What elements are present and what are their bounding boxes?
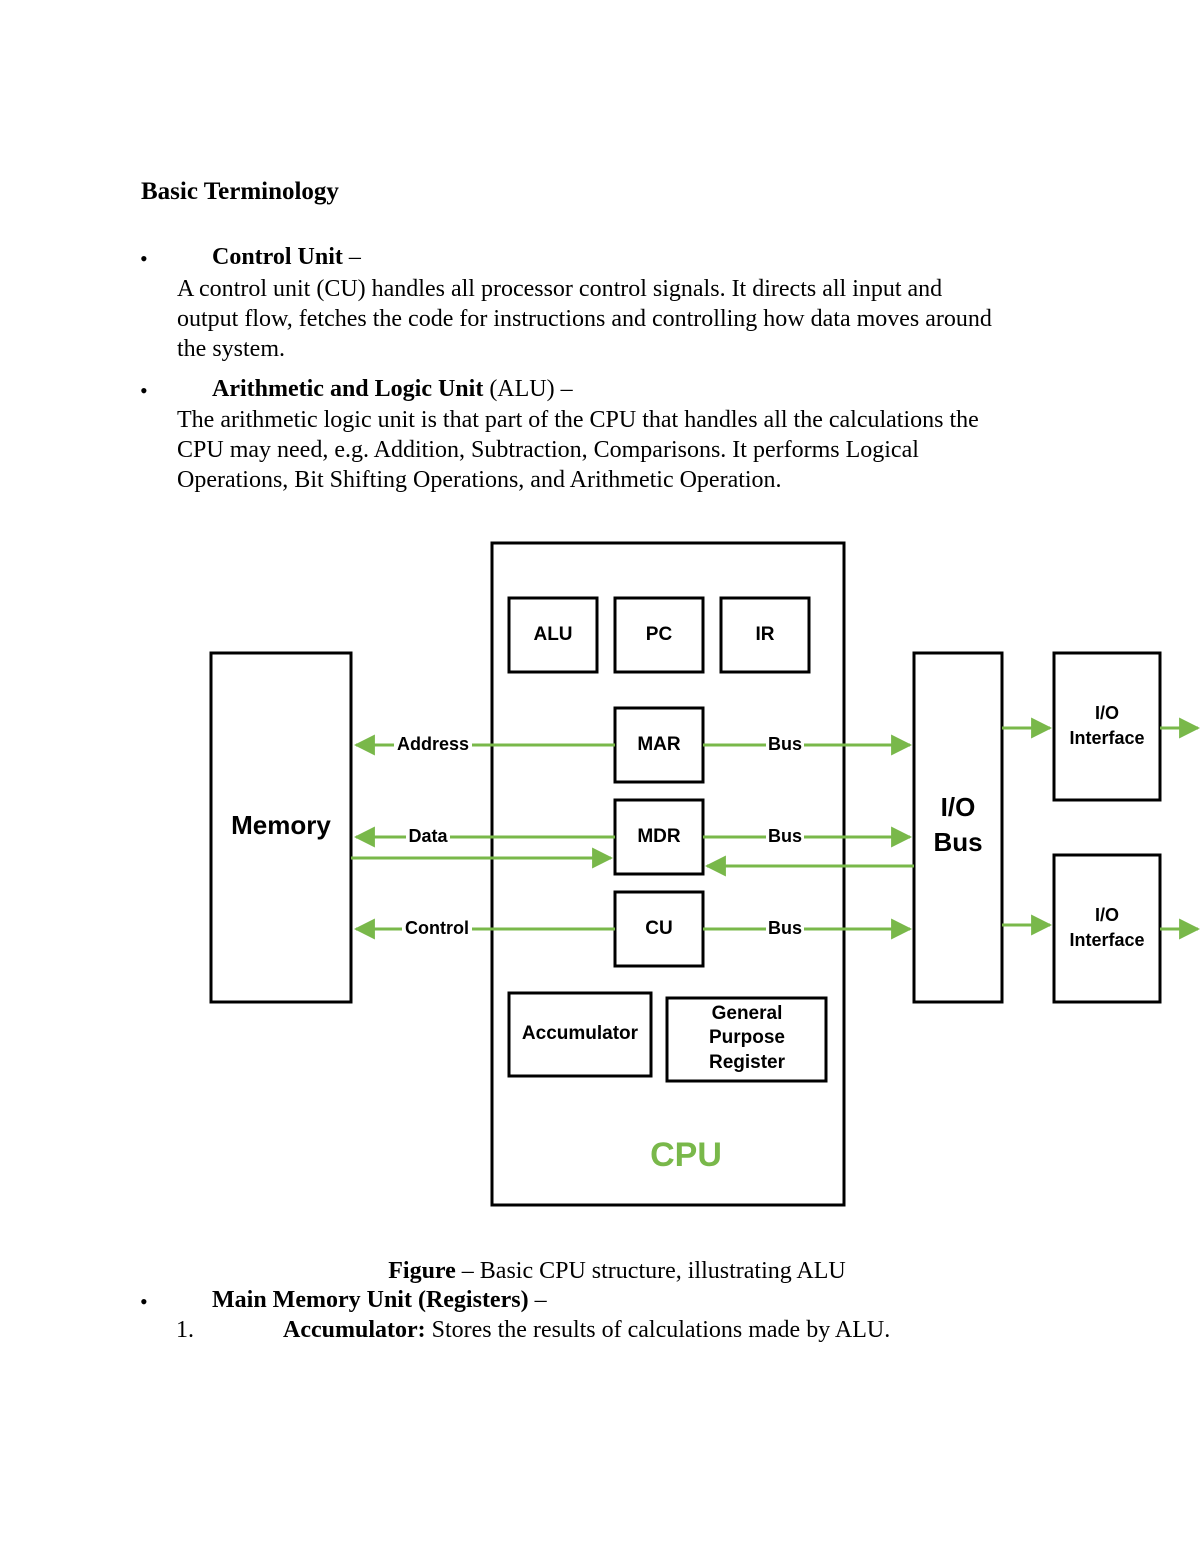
data-label: Data [408, 826, 448, 846]
io-interface-box-1 [1052, 651, 1162, 802]
cpu-label: CPU [650, 1136, 722, 1174]
gpr-label-1: General [712, 1003, 783, 1024]
io-interface-2-label-1: I/O [1095, 905, 1119, 925]
gpr-box [665, 996, 828, 1083]
io-interface-1-label-2: Interface [1069, 728, 1144, 748]
list-desc: Stores the results of calculations made … [425, 1317, 891, 1343]
cu-label: CU [645, 918, 672, 939]
item-title-main-memory: Main Memory Unit (Registers) – [212, 1287, 547, 1314]
term-dash: – [342, 244, 361, 270]
bullet-3: • [140, 1289, 148, 1314]
term-main-memory: Main Memory Unit (Registers) [212, 1287, 529, 1313]
io-interface-2-label-2: Interface [1069, 930, 1144, 950]
pc-label: PC [646, 624, 673, 645]
bus-label-bg-1 [766, 732, 804, 756]
term-alu: Arithmetic and Logic Unit [212, 376, 484, 402]
term-dash: – [528, 1287, 547, 1313]
io-bus-label-2: Bus [933, 827, 982, 857]
accumulator-label: Accumulator [522, 1023, 639, 1044]
term-control-unit: Control Unit [212, 244, 343, 270]
memory-box [209, 651, 353, 1004]
text-line: A control unit (CU) handles all processo… [177, 276, 943, 302]
list-number: 1. [176, 1317, 194, 1343]
item-title-control-unit: Control Unit – [212, 244, 361, 271]
caption-label: Figure [388, 1258, 456, 1284]
pc-box [613, 596, 705, 674]
bus-label-1: Bus [768, 734, 802, 754]
control-label: Control [405, 918, 469, 938]
diagram-svg: ALU PC IR MAR MDR CU Accumulator General… [209, 541, 1200, 1207]
ir-box [719, 596, 811, 674]
section-heading: Basic Terminology [141, 178, 339, 205]
paragraph-alu: The arithmetic logic unit is that part o… [177, 405, 1057, 495]
io-bus-label-1: I/O [941, 792, 976, 822]
cpu-structure-diagram: ALU PC IR MAR MDR CU Accumulator General… [0, 500, 1200, 1250]
mar-label: MAR [637, 734, 681, 755]
bus-label-bg-2 [766, 824, 804, 848]
caption-text: – Basic CPU structure, illustrating ALU [455, 1258, 846, 1284]
list-item-accumulator: Accumulator: Stores the results of calcu… [283, 1317, 890, 1344]
list-term: Accumulator: [283, 1317, 426, 1343]
ir-label: IR [756, 624, 775, 645]
text-line: The arithmetic logic unit is that part o… [177, 407, 979, 433]
alu-label: ALU [533, 624, 572, 645]
text-line: output flow, fetches the code for instru… [177, 306, 992, 332]
accumulator-box [507, 991, 653, 1078]
gpr-label-3: Register [709, 1052, 786, 1073]
alu-box [507, 596, 599, 674]
text-line: CPU may need, e.g. Addition, Subtraction… [177, 437, 919, 463]
paragraph-control-unit: A control unit (CU) handles all processo… [177, 274, 1057, 364]
text-line: Operations, Bit Shifting Operations, and… [177, 467, 782, 493]
memory-label: Memory [231, 810, 331, 840]
data-label-bg [406, 824, 450, 848]
bullet-1: • [140, 246, 148, 271]
text-line: the system. [177, 336, 285, 362]
figure-caption: Figure – Basic CPU structure, illustrati… [0, 1258, 1200, 1285]
bus-label-3: Bus [768, 918, 802, 938]
cpu-box [490, 541, 846, 1207]
io-interface-1-label-1: I/O [1095, 703, 1119, 723]
bus-label-2: Bus [768, 826, 802, 846]
term-suffix: (ALU) – [483, 376, 573, 402]
address-label-bg [394, 732, 472, 756]
io-bus-box [912, 651, 1004, 1004]
bullet-2: • [140, 378, 148, 403]
control-label-bg [402, 916, 472, 940]
io-interface-box-2 [1052, 853, 1162, 1004]
address-label: Address [397, 734, 469, 754]
bus-label-bg-3 [766, 916, 804, 940]
item-title-alu: Arithmetic and Logic Unit (ALU) – [212, 376, 573, 403]
mdr-label: MDR [637, 826, 681, 847]
gpr-label-2: Purpose [709, 1027, 785, 1048]
